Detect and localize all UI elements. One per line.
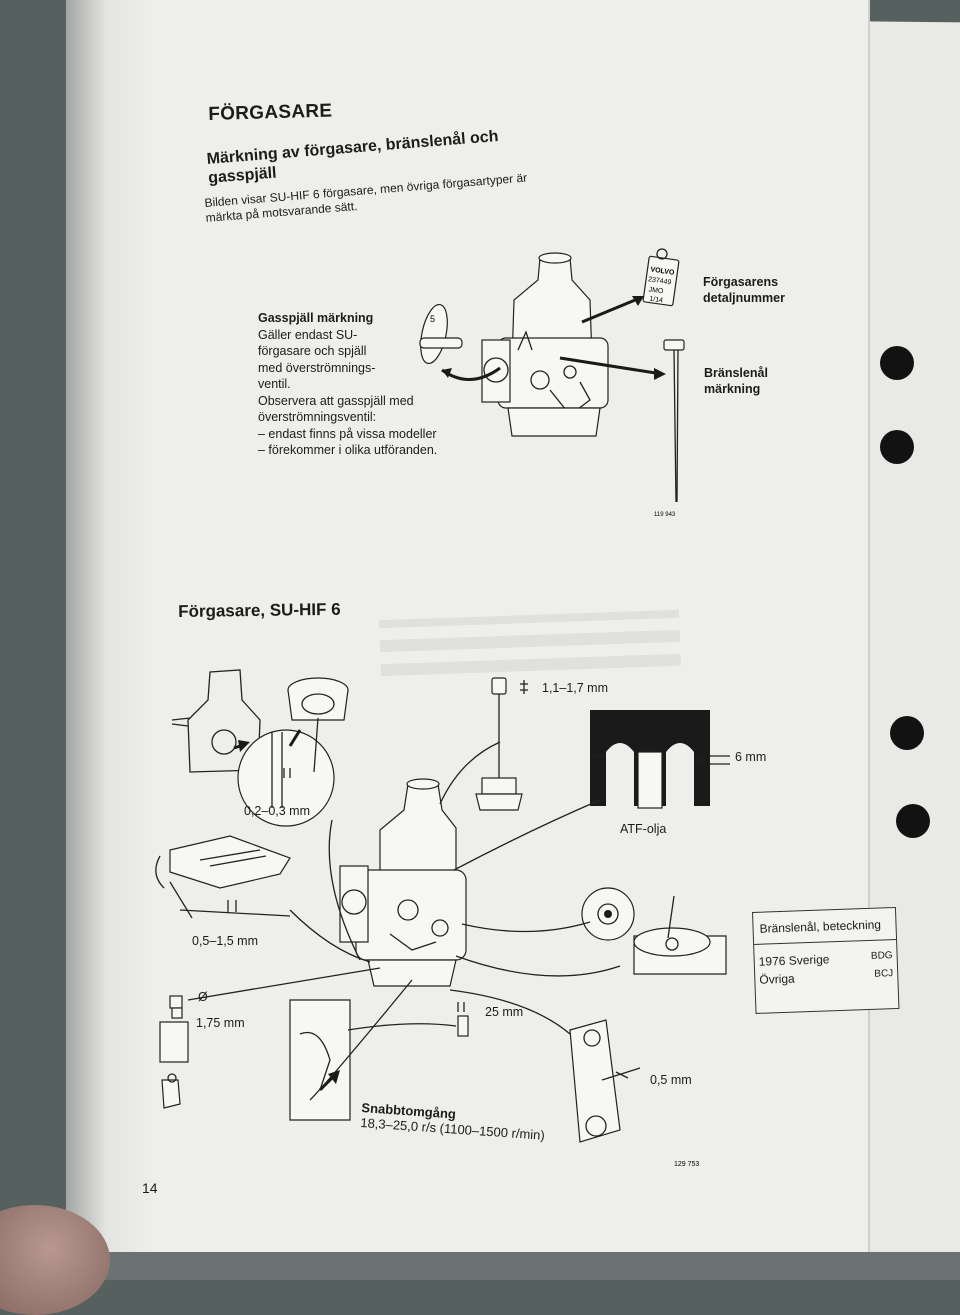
callout-line: Bränslenål — [704, 366, 768, 380]
oil-label: ATF-olja — [620, 822, 667, 836]
figure-title: Förgasare, SU-HIF 6 — [178, 599, 341, 621]
figure-number: 119 943 — [654, 512, 676, 518]
facing-page — [855, 21, 960, 1263]
note-line: ventil. — [258, 377, 291, 391]
note-line: Observera att gasspjäll med — [258, 393, 414, 408]
binder-hole — [880, 346, 914, 380]
tag-line: 1/14 — [649, 296, 664, 305]
figure-number: 129 753 — [674, 1161, 699, 1168]
disc-mark: 5 — [430, 314, 435, 324]
callout-line: Förgasarens — [703, 275, 779, 289]
desk-surface — [0, 1252, 960, 1280]
table-title: Bränslenål, beteckning — [753, 908, 897, 945]
row-code: BCJ — [874, 968, 894, 980]
throttle-note-heading: Gasspjäll märkning — [258, 311, 374, 325]
dim-lever-gap: 0,5 mm — [650, 1073, 692, 1087]
needle-designation-table: Bränslenål, beteckning 1976 Sverige BDG … — [752, 906, 900, 1014]
dim-oil-level: 6 mm — [735, 750, 767, 764]
binding-shadow — [66, 0, 106, 1262]
row-code: BDG — [870, 950, 893, 962]
dim-float-gap: 0,5–1,5 mm — [192, 934, 259, 948]
note-line: – endast finns på vissa modeller — [258, 426, 437, 441]
section-title: FÖRGASARE — [208, 100, 333, 125]
dim-valve-diameter: 1,75 mm — [196, 1016, 245, 1030]
tag-line: VOLVO — [650, 266, 675, 276]
dim-jet-gap: 0,2–0,3 mm — [244, 804, 311, 818]
row-label: Övriga — [759, 971, 795, 987]
callout-line: detaljnummer — [703, 291, 785, 305]
throttle-note: Gasspjäll märkning Gäller endast SU- för… — [258, 310, 488, 459]
note-line: förgasare och spjäll — [258, 344, 367, 358]
tag-line: JMO — [648, 286, 664, 295]
page-number: 14 — [142, 1180, 158, 1196]
dim-needle-shoulder: 1,1–1,7 mm — [542, 681, 609, 695]
su-hif6-adjustment-illustration: 129 753 — [155, 669, 730, 1168]
callout-part-number: Förgasarens detaljnummer — [703, 274, 785, 306]
binder-hole — [890, 716, 924, 750]
note-line: Gäller endast SU- — [258, 327, 358, 342]
note-line: överströmningsventil: — [258, 410, 377, 424]
row-label: 1976 Sverige — [758, 952, 830, 969]
callout-line: märkning — [704, 382, 761, 396]
carburetor-marking-illustration: 5 VOLVO 237449 JMO 1/14 119 943 — [419, 248, 685, 518]
dim-cable-play: 25 mm — [485, 1005, 524, 1019]
callout-needle-marking: Bränslenål märkning — [704, 365, 768, 397]
table-row: Övriga BCJ — [755, 968, 898, 991]
note-line: med överströmnings- — [258, 360, 376, 375]
note-line: – förekommer i olika utföranden. — [258, 443, 438, 457]
tag-line: 237449 — [648, 276, 672, 286]
binder-hole — [880, 430, 914, 464]
valve-diameter-symbol: Ø — [198, 990, 208, 1004]
binder-hole — [896, 804, 930, 838]
manual-page — [66, 0, 870, 1262]
